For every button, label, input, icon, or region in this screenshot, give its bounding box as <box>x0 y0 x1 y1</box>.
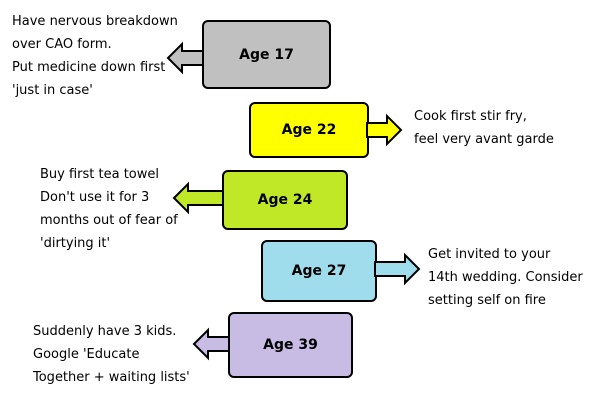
milestone-1-note-line-1: Have nervous breakdown <box>12 14 178 29</box>
milestone-4-arrow-right-icon <box>374 252 421 286</box>
milestone-3-arrow-left-icon <box>172 181 225 215</box>
milestone-1-note-line-4: 'just in case' <box>12 83 93 98</box>
milestone-2-note-line-2: feel very avant garde <box>414 132 554 147</box>
milestone-2-arrow-right-icon <box>366 113 403 147</box>
milestone-5-note: Suddenly have 3 kids. Google 'Educate To… <box>33 320 190 389</box>
milestone-4-note-line-1: Get invited to your <box>428 247 551 262</box>
milestone-1-arrow-left-icon <box>166 41 205 75</box>
milestone-3-note-line-1: Buy first tea towel <box>40 167 160 182</box>
milestone-4-note-line-2: 14th wedding. Consider <box>428 270 583 285</box>
milestone-2-age-label: Age 22 <box>281 122 337 138</box>
milestone-3-age-box: Age 24 <box>222 170 348 230</box>
milestone-1-age-box: Age 17 <box>202 20 331 89</box>
milestone-4-note-line-3: setting self on fire <box>428 293 546 308</box>
milestone-5-age-label: Age 39 <box>263 337 318 353</box>
milestone-4-note: Get invited to your 14th wedding. Consid… <box>428 243 583 312</box>
milestone-2-note: Cook first stir fry, feel very avant gar… <box>414 105 554 151</box>
milestone-5-note-line-1: Suddenly have 3 kids. <box>33 324 177 339</box>
milestone-1-note-line-3: Put medicine down first <box>12 60 166 75</box>
milestone-3-age-label: Age 24 <box>257 192 313 208</box>
milestone-3-note-line-3: months out of fear of <box>40 213 178 228</box>
milestone-5-age-box: Age 39 <box>228 312 353 378</box>
milestone-5-arrow-left-icon <box>192 327 231 361</box>
milestone-3-note: Buy first tea towel Don't use it for 3 m… <box>40 163 178 255</box>
milestone-4-age-box: Age 27 <box>261 240 377 302</box>
milestone-1-age-label: Age 17 <box>239 46 294 63</box>
milestone-3-note-line-2: Don't use it for 3 <box>40 190 150 205</box>
milestone-5-note-line-2: Google 'Educate <box>33 347 140 362</box>
milestone-1-note-line-2: over CAO form. <box>12 37 112 52</box>
milestone-1-note: Have nervous breakdown over CAO form. Pu… <box>12 10 178 102</box>
milestone-5-note-line-3: Together + waiting lists' <box>33 370 190 385</box>
milestone-4-age-label: Age 27 <box>291 263 347 279</box>
milestone-2-age-box: Age 22 <box>249 102 369 158</box>
milestone-3-note-line-4: 'dirtying it' <box>40 236 111 251</box>
milestone-2-note-line-1: Cook first stir fry, <box>414 109 527 124</box>
